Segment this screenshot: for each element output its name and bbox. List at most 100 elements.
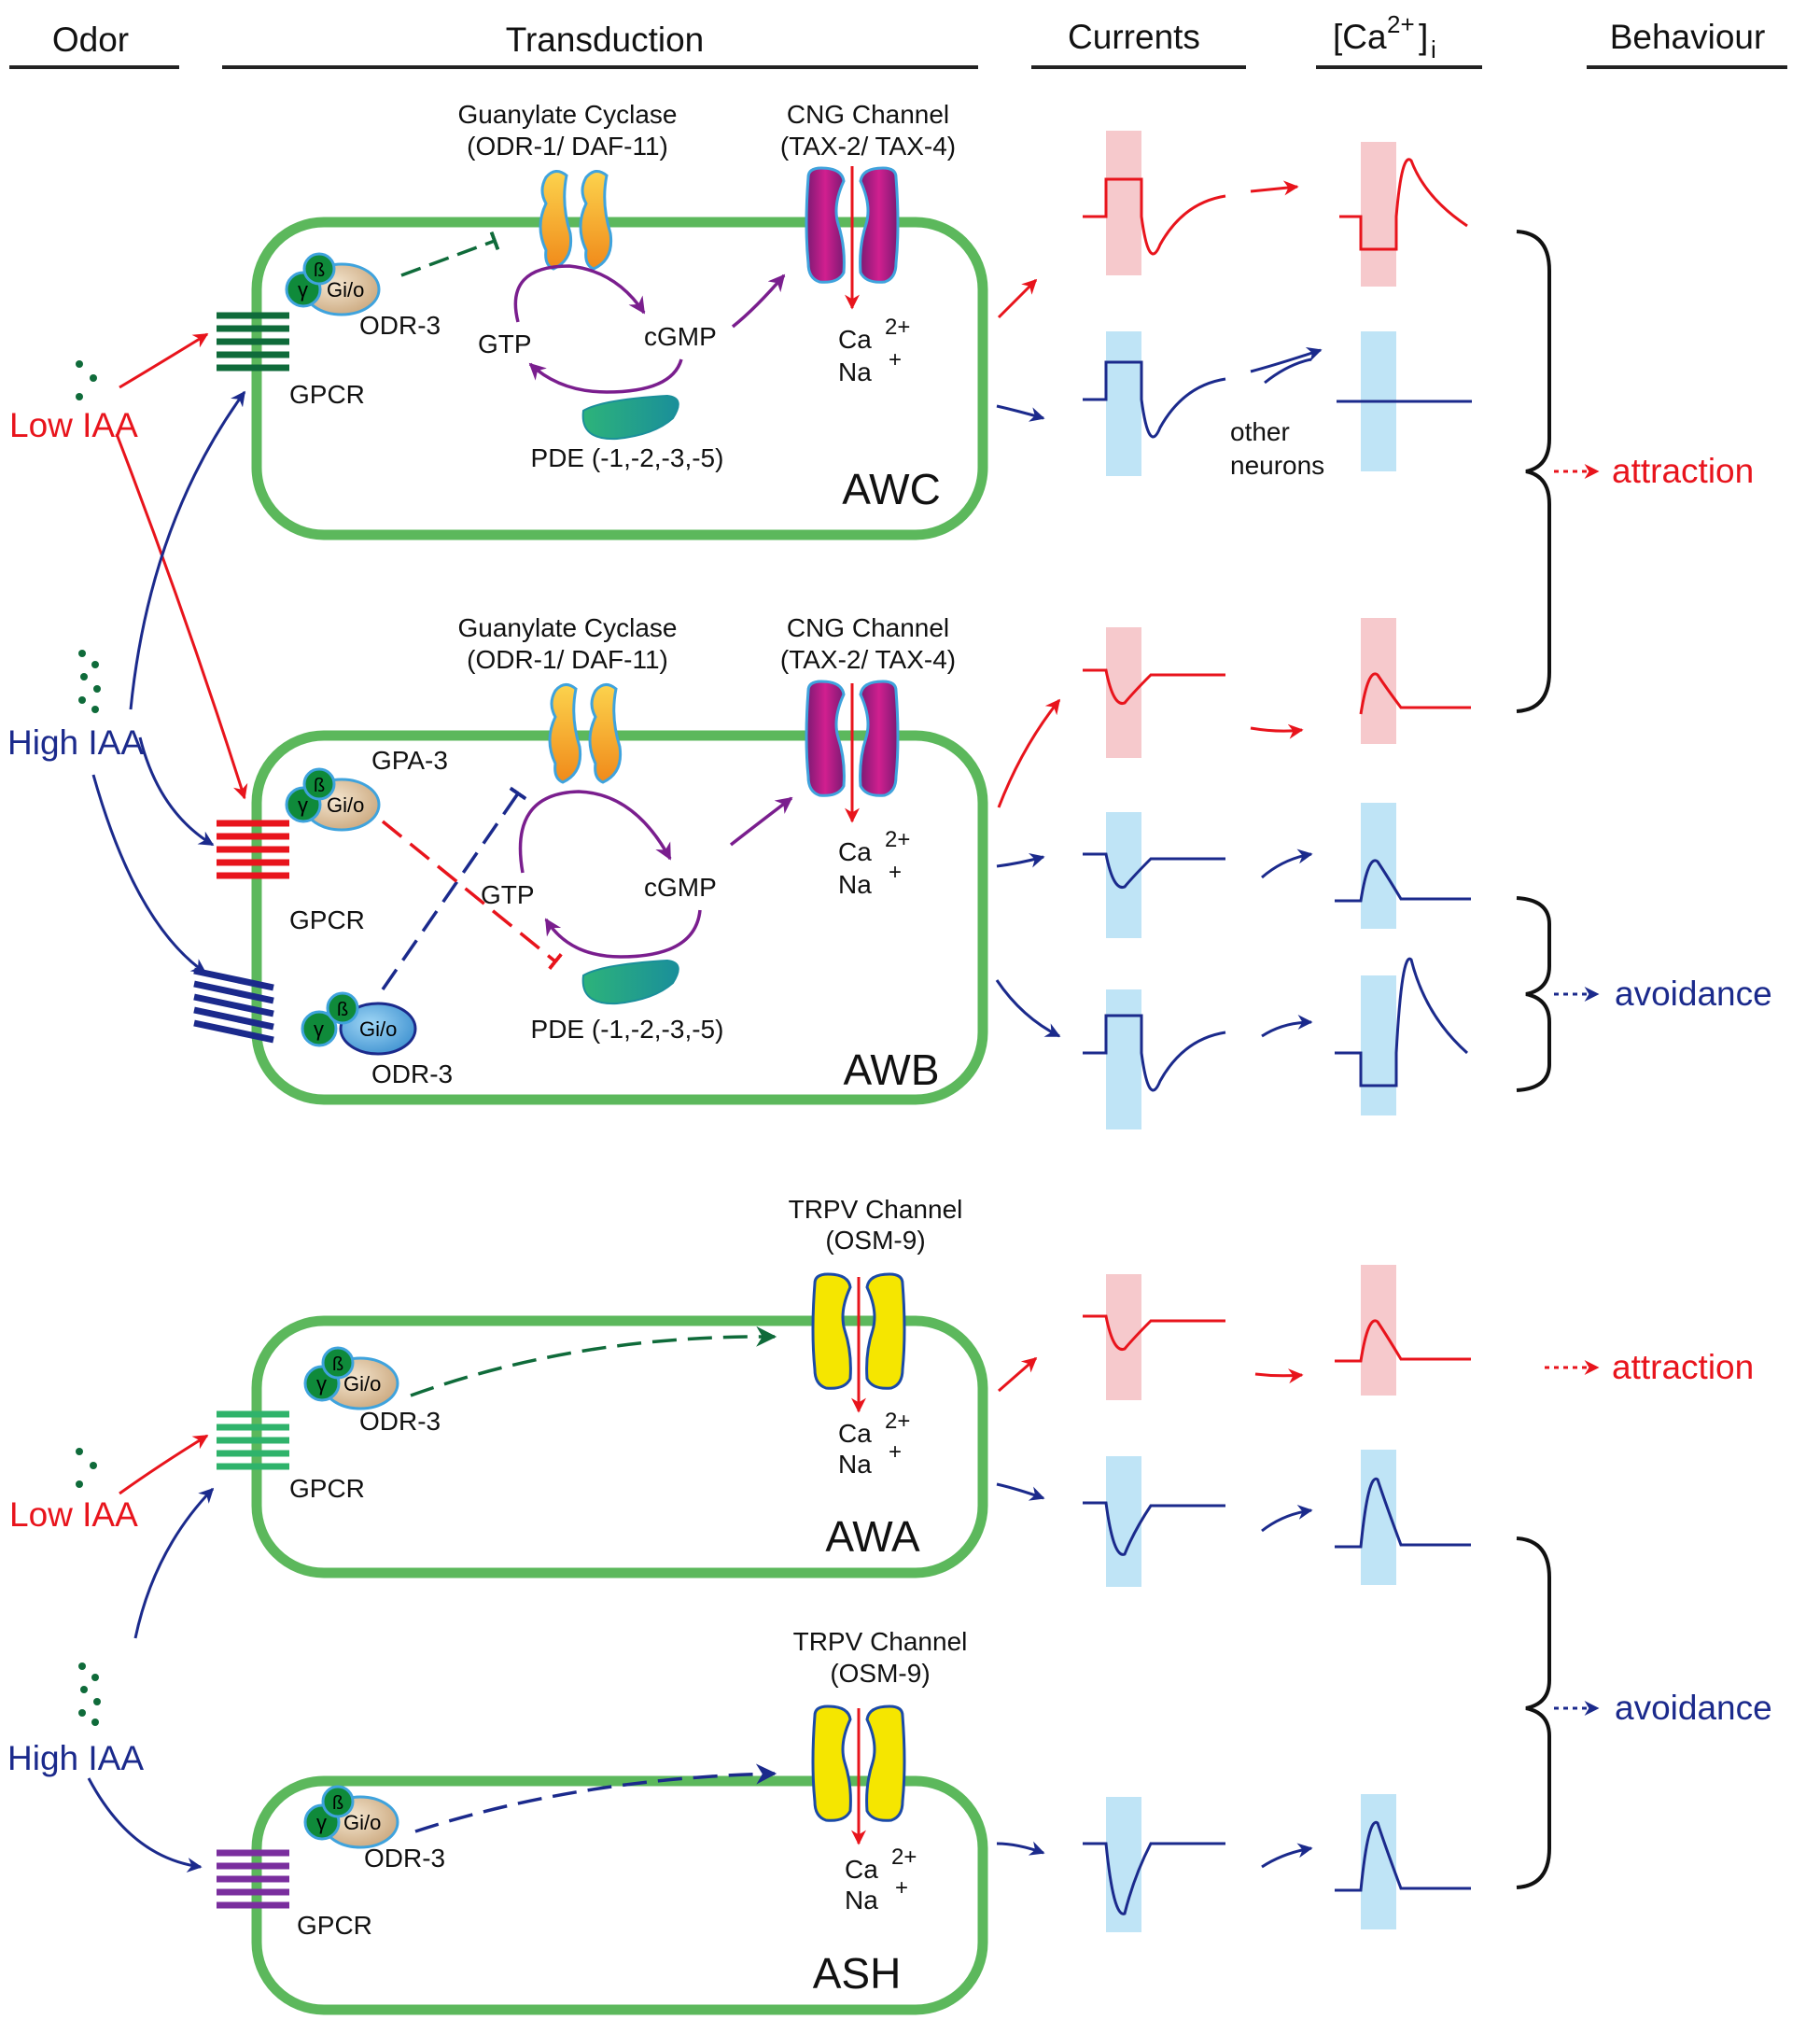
awa-na-label: Na	[838, 1450, 872, 1479]
g-protein-icon: γ ß Gi/o	[303, 1785, 399, 1849]
svg-text:ß: ß	[332, 1354, 343, 1375]
gpcr-icon	[217, 1849, 289, 1909]
cng-channel-icon	[805, 680, 900, 797]
awb-odr3-label: ODR-3	[371, 1059, 453, 1088]
arrow-awa-current-to-calcium-low	[1254, 1368, 1304, 1384]
ash-gpcr-label: GPCR	[297, 1911, 372, 1940]
arrow-high-to-awb-gpcr1	[138, 736, 215, 847]
arrow-ash-current-to-calcium-high	[1261, 1843, 1313, 1869]
cell-awc: AWC Guanylate Cyclase (ODR-1/ DAF-11) CN…	[217, 100, 956, 513]
ash-ca-label: Ca	[845, 1855, 878, 1884]
awa-gpcr-label: GPCR	[289, 1474, 365, 1503]
arrow-awb-current-to-calcium-high-1	[1261, 849, 1313, 879]
arrow-low-to-awb-gpcr	[115, 433, 248, 800]
odor-dots-high-1	[78, 650, 101, 713]
awc-membrane	[251, 217, 988, 540]
odor-arrows	[87, 332, 248, 1873]
brace-attraction-1	[1516, 230, 1551, 713]
arrow-awb-to-current-low	[997, 698, 1061, 808]
header-currents: Currents	[1068, 18, 1200, 56]
arrow-awc-current-to-other-neurons	[1250, 346, 1323, 373]
pde-icon	[581, 959, 679, 1005]
cell-name-ash: ASH	[813, 1949, 902, 1998]
svg-text:ß: ß	[332, 1793, 343, 1814]
svg-text:+: +	[889, 1439, 902, 1465]
awa-trpv-label-1: TRPV Channel	[789, 1195, 963, 1224]
ash-trpv-label-1: TRPV Channel	[793, 1627, 968, 1656]
cng-channel-icon	[805, 166, 900, 284]
svg-text:γ: γ	[314, 1017, 324, 1041]
arrow-high-to-awa-gpcr	[133, 1487, 215, 1639]
arrow-awc-to-current-high	[996, 404, 1045, 422]
svg-text:Gi/o: Gi/o	[343, 1811, 381, 1834]
arrow-awb-current-to-calcium-high-2	[1261, 1015, 1313, 1038]
svg-text:i: i	[1431, 35, 1436, 63]
gpcr-icon	[217, 1410, 289, 1470]
svg-text:γ: γ	[298, 793, 308, 817]
trace-awc-calcium-low	[1339, 158, 1468, 251]
arrow-awb-current-to-calcium-low	[1250, 723, 1304, 739]
trace-awa-current-low	[1083, 1314, 1225, 1352]
arrow-awa-to-current-high	[996, 1482, 1045, 1501]
svg-text:+: +	[889, 347, 902, 372]
header-behaviour: Behaviour	[1610, 18, 1766, 56]
awc-ca-label: Ca	[838, 325, 872, 354]
odor-column: Low IAA High IAA Low IAA High IAA	[7, 360, 144, 1777]
trace-awc-current-high	[1083, 360, 1226, 439]
behaviour-attraction-2: attraction	[1612, 1348, 1754, 1386]
svg-text:Gi/o: Gi/o	[327, 793, 364, 817]
response-traces: other neurons	[995, 131, 1472, 1932]
behaviour-column: attraction avoidance attraction avoidanc…	[1516, 230, 1772, 1889]
trace-awb-calcium-high-1	[1335, 859, 1471, 903]
svg-text:2+: 2+	[885, 315, 910, 340]
awb-gtp-to-cgmp-arrow	[518, 790, 672, 874]
svg-text:2+: 2+	[885, 1409, 910, 1434]
awc-gprotein-label: ODR-3	[359, 311, 441, 340]
g-protein-icon: γ ß Gi/o	[303, 1346, 399, 1410]
trace-ash-current-high	[1083, 1842, 1225, 1915]
header-calcium: [Ca 2+ ] i	[1333, 10, 1436, 63]
awa-trpv-label-2: (OSM-9)	[825, 1226, 925, 1255]
awb-gpcr-label: GPCR	[289, 905, 365, 934]
awa-membrane	[251, 1315, 988, 1578]
trpv-channel-icon	[811, 1704, 906, 1822]
awb-cgmp-label: cGMP	[644, 873, 717, 902]
header-transduction: Transduction	[506, 21, 705, 59]
awb-cgmp-to-gtp-arrow	[544, 909, 702, 959]
ash-na-label: Na	[845, 1886, 878, 1915]
svg-text:Gi/o: Gi/o	[343, 1372, 381, 1396]
awc-cng-label-1: CNG Channel	[787, 100, 949, 129]
arrow-ash-to-current-high	[996, 1841, 1045, 1856]
awb-ca-label: Ca	[838, 837, 872, 866]
awa-gprotein-label: ODR-3	[359, 1407, 441, 1436]
awb-odr3-inhibits-gc	[381, 786, 527, 990]
ash-trpv-label-2: (OSM-9)	[830, 1659, 930, 1688]
trace-awb-current-high-2	[1083, 1014, 1226, 1092]
awc-gtp-label: GTP	[478, 330, 532, 358]
pde-icon	[581, 394, 679, 441]
odor-label-high-iaa: High IAA	[7, 723, 144, 762]
svg-text:γ: γ	[298, 278, 308, 302]
awb-gc-label-2: (ODR-1/ DAF-11)	[467, 645, 668, 674]
gpcr-icon-red	[217, 820, 289, 879]
awc-gtp-to-cgmp-arrow	[513, 264, 646, 323]
trace-awa-current-high	[1083, 1501, 1225, 1556]
arrow-awc-current-to-calcium-low	[1250, 180, 1299, 196]
other-neurons-label-1: other	[1230, 417, 1290, 446]
brace-avoidance-1	[1516, 896, 1551, 1092]
awb-pde-label: PDE (-1,-2,-3,-5)	[531, 1015, 724, 1044]
awc-gpcr-label: GPCR	[289, 380, 365, 409]
awc-cgmp-label: cGMP	[644, 322, 717, 351]
awb-cgmp-to-cng-arrow	[729, 796, 793, 847]
cell-ash: ASH TRPV Channel (OSM-9) Ca 2+ Na + GPCR…	[217, 1627, 967, 1998]
awc-cgmp-to-cng-arrow	[731, 274, 786, 329]
svg-text:ß: ß	[314, 776, 325, 796]
awc-gc-label-1: Guanylate Cyclase	[457, 100, 677, 129]
guanylate-cyclase-icon	[548, 683, 623, 784]
odor-dots-low-1	[76, 360, 97, 400]
behaviour-avoidance-2: avoidance	[1615, 1689, 1772, 1727]
arrow-high-to-awc-gpcr	[129, 390, 246, 710]
behaviour-avoidance-1: avoidance	[1615, 975, 1772, 1013]
arrow-awb-to-current-high-2	[995, 979, 1061, 1038]
